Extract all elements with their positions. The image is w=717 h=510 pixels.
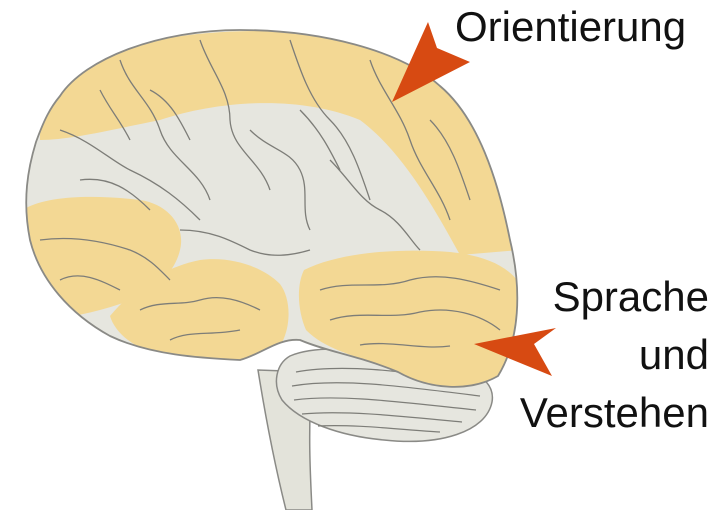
label-orientierung: Orientierung [455,6,686,48]
cerebrum [20,30,527,388]
label-und: und [639,334,709,376]
label-sprache: Sprache [553,276,709,318]
label-verstehen: Verstehen [520,392,709,434]
